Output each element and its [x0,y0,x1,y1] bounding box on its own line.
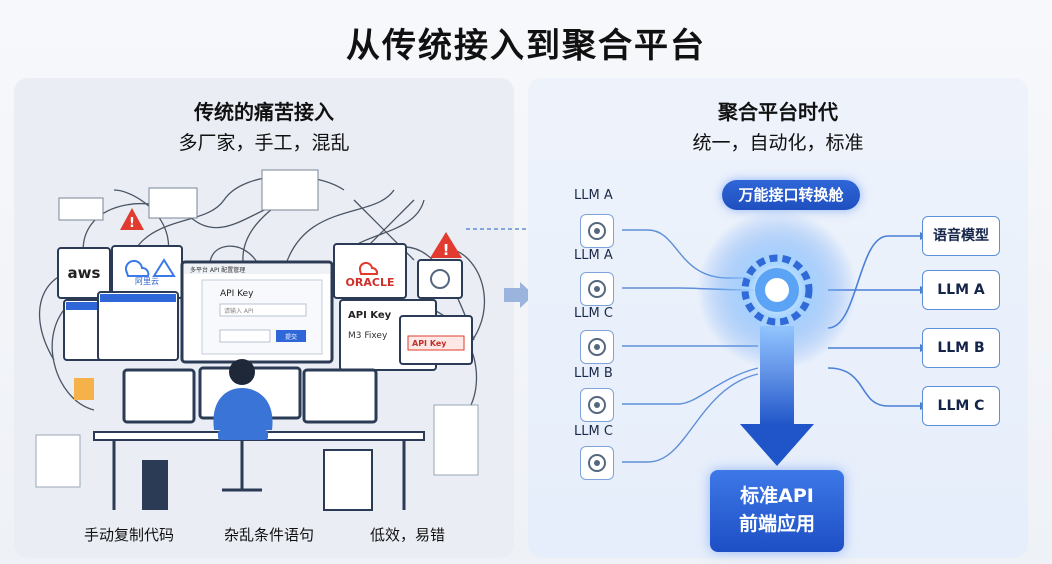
api-key-label: API Key [220,289,254,299]
aggregation-title: 聚合平台时代 [718,100,838,124]
api-box-line: 标准API [740,485,814,507]
main-window-title: 多平台 API 配置管理 [190,266,245,274]
cloud-icon [358,261,379,275]
openai-icon [580,214,614,248]
cloud-icon [124,259,150,277]
traditional-subtitle: 多厂家，手工，混乱 [178,132,350,154]
traditional-illustration: ! ! aws 阿里云 多平台 API 配置管理 API Key 请输入 API… [35,169,486,511]
output-box: LLM C [922,386,1000,426]
developer-figure [213,359,273,492]
openai-icon [580,330,614,364]
output-box: LLM A [922,270,1000,310]
llm-input-label: LLM B [574,366,613,381]
api-key-error-text: API Key [412,339,447,348]
output-box: LLM B [922,328,1000,368]
output-box: 语音模型 [922,216,1000,256]
doc-card [433,404,479,476]
svg-text:!: ! [443,241,450,259]
aggregation-subtitle: 统一，自动化，标准 [692,132,864,154]
code-window-titlebar [100,294,176,302]
sticky-note [74,378,94,400]
oracle-logo: ORACLE [346,276,395,289]
api-key-input [219,329,271,343]
api-key-input [219,303,307,317]
svg-text:!: ! [129,216,135,231]
openai-icon [430,269,450,289]
code-monitor [97,291,179,361]
desk-monitor [122,368,196,424]
doc-card [148,187,198,219]
llm-input-label: LLM C [574,306,613,321]
api-key-label: API Key [348,310,392,321]
triangle-logo-icon [152,258,176,277]
submit-button [276,330,306,342]
footer-item: 杂乱条件语句 [224,526,315,544]
submit-button-label: 提交 [285,333,297,341]
traditional-title: 传统的痛苦接入 [194,100,334,124]
hub-label: 万能接口转换舱 [722,180,860,210]
openai-icon [580,446,614,480]
cloud-logo-label: 阿里云 [135,277,159,286]
standard-api-box: 标准API 前端应用 [710,470,844,552]
oracle-monitor [333,243,407,299]
pc-tower [142,460,168,510]
aws-monitor [57,247,111,299]
doc-card [35,434,81,488]
main-title: 从传统接入到聚合平台 [346,26,706,66]
openai-icon [580,388,614,422]
llm-input-label: LLM A [574,248,613,263]
warning-icon: ! [430,232,462,259]
api-key-error-field [407,335,465,351]
aggregation-panel: 聚合平台时代 统一，自动化，标准 [528,78,1028,558]
api-key-placeholder: 请输入 API [224,307,254,315]
aws-logo: aws [68,264,101,282]
api-key-scribble: M3 Fixey [348,331,388,341]
warning-icon: ! [120,208,144,231]
doc-card [58,197,104,221]
doc-card [261,169,319,211]
main-window-titlebar [184,264,330,274]
arrow-down-icon [740,424,814,466]
arrow-right-icon [504,282,534,308]
api-box-line: 前端应用 [738,513,815,535]
llm-input-label: LLM C [574,424,613,439]
llm-input-label: LLM A [574,188,613,203]
aggregation-diagram [622,210,928,466]
gear-hub-icon [741,254,813,326]
desk-monitor [302,368,378,424]
openai-monitor [417,259,463,299]
footer-item: 手动复制代码 [84,526,175,544]
drawer-cabinet [323,449,373,511]
traditional-panel: 传统的痛苦接入 多厂家，手工，混乱 [14,78,514,558]
footer-item: 低效，易错 [370,526,446,544]
openai-icon [580,272,614,306]
